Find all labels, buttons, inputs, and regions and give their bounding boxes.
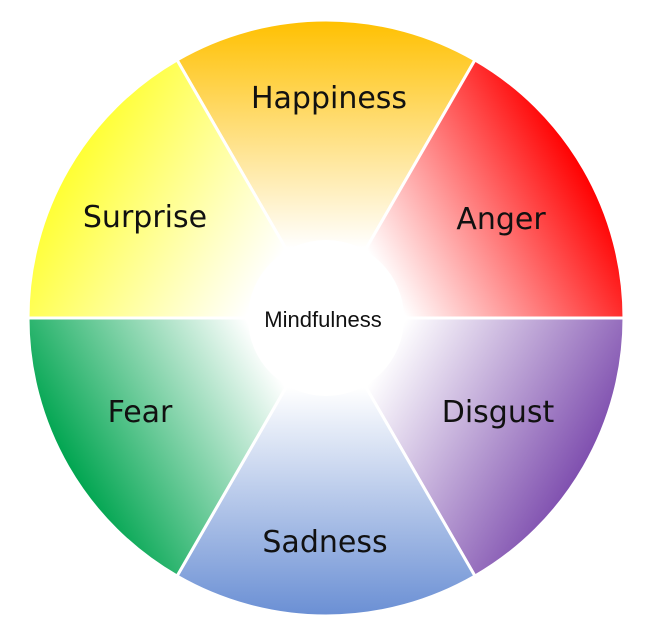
segments-layer xyxy=(26,18,626,618)
segment-disgust xyxy=(324,316,626,578)
segment-fear xyxy=(26,316,328,578)
segment-anger xyxy=(324,58,626,320)
segment-label-surprise: Surprise xyxy=(83,200,207,235)
segment-surprise xyxy=(26,58,328,320)
labels-layer: Happiness Anger Disgust Sadness Fear Sur… xyxy=(83,81,555,560)
segment-label-anger: Anger xyxy=(456,202,546,237)
center-circle xyxy=(248,240,404,396)
segment-label-happiness: Happiness xyxy=(251,81,407,116)
segment-label-disgust: Disgust xyxy=(442,395,555,430)
segment-label-fear: Fear xyxy=(108,395,173,430)
segment-label-sadness: Sadness xyxy=(262,525,387,560)
center-label: Mindfulness xyxy=(264,307,381,332)
segment-sadness xyxy=(175,316,477,618)
segment-happiness xyxy=(175,18,477,320)
